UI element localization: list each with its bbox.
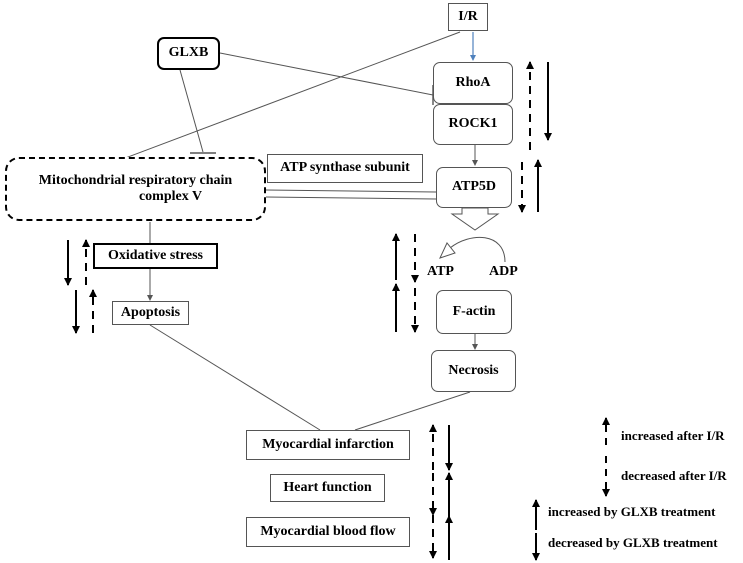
node-necrosis: Necrosis bbox=[431, 350, 516, 392]
node-heart-function: Heart function bbox=[270, 474, 385, 502]
mito-label-line2: complex V bbox=[138, 189, 203, 204]
necrosis-to-mi-line bbox=[354, 391, 471, 431]
node-rock1: ROCK1 bbox=[433, 104, 513, 145]
node-rhoa: RhoA bbox=[433, 62, 513, 104]
node-atp5d: ATP5D bbox=[436, 167, 512, 208]
glxb-inhibits-rhoa bbox=[219, 52, 434, 96]
glxb-inhibits-mito bbox=[179, 69, 204, 153]
node-atp-synthase-subunit: ATP synthase subunit bbox=[267, 154, 423, 183]
node-oxidative-stress: Oxidative stress bbox=[93, 243, 218, 269]
node-f-actin: F-actin bbox=[436, 290, 512, 334]
node-atp: ATP bbox=[427, 264, 454, 279]
legend-increased-glxb: increased by GLXB treatment bbox=[548, 504, 716, 519]
node-glxb: GLXB bbox=[157, 37, 220, 70]
node-adp: ADP bbox=[489, 264, 518, 279]
legend-decreased-glxb: decreased by GLXB treatment bbox=[548, 535, 718, 550]
node-apoptosis: Apoptosis bbox=[112, 301, 189, 325]
legend-decreased-after-ir: decreased after I/R bbox=[621, 468, 727, 483]
mito-label-line1: Mitochondrial respiratory chain bbox=[38, 172, 233, 188]
mito-atp5d-link bbox=[265, 189, 437, 193]
adp-to-atp-curve bbox=[449, 236, 506, 263]
ir-to-mito-line bbox=[119, 31, 461, 161]
node-mito-complex-v: Mitochondrial respiratory chain complex … bbox=[5, 157, 266, 221]
node-ir: I/R bbox=[448, 3, 488, 31]
apoptosis-to-mi-line bbox=[149, 324, 321, 431]
atp5d-hollow-arrow bbox=[450, 207, 500, 231]
legend-increased-after-ir: increased after I/R bbox=[621, 428, 725, 443]
node-myocardial-infarction: Myocardial infarction bbox=[246, 430, 410, 460]
node-myocardial-blood-flow: Myocardial blood flow bbox=[246, 517, 410, 547]
